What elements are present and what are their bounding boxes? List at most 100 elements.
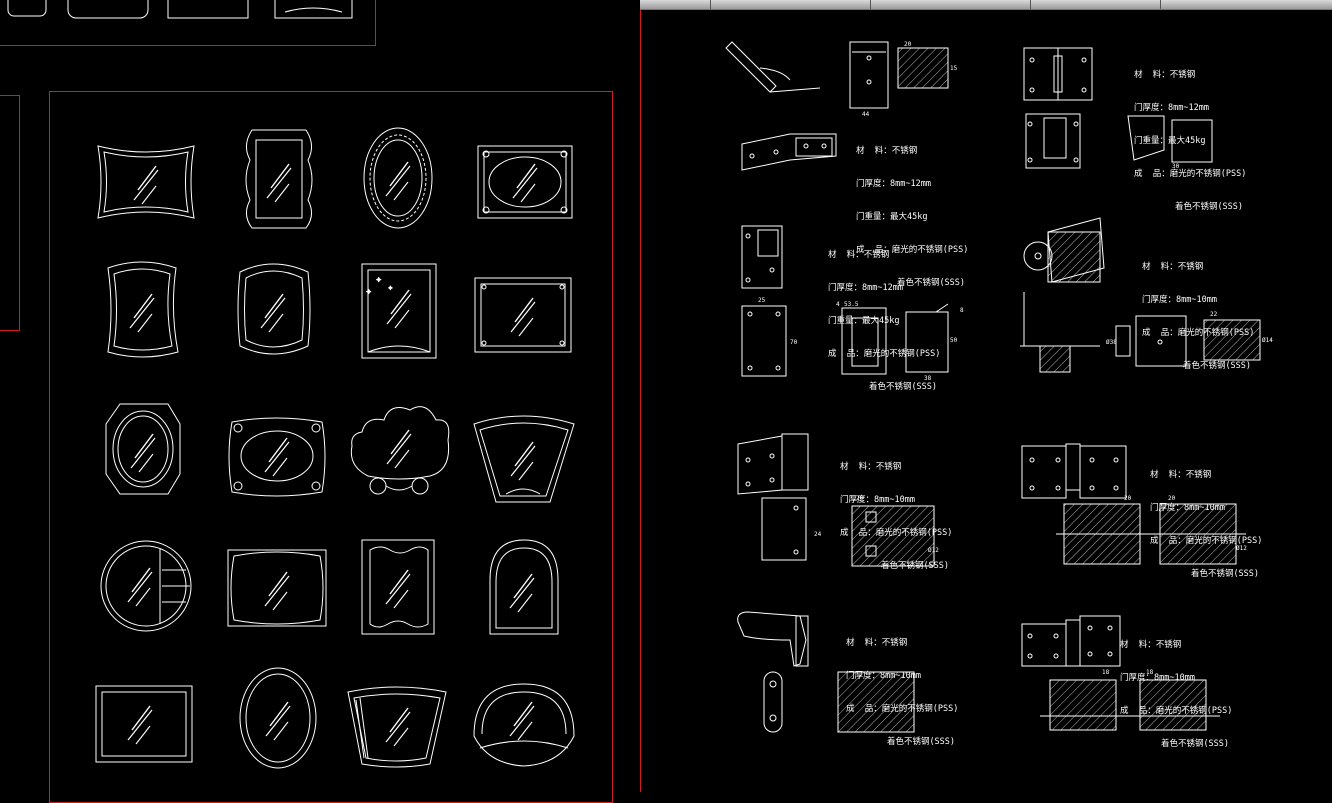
spec-line: 材 料：不锈钢 [840, 462, 902, 472]
mirror-block-12 [473, 415, 575, 503]
spec-block-8: 材 料：不锈钢 门厚度：8mm~10mm 成 品：磨光的不锈钢(PSS) 着色不… [1120, 618, 1232, 761]
spec-line: 着色不锈钢(SSS) [856, 278, 966, 288]
svg-text:✦: ✦ [388, 283, 393, 292]
spec-line: 成 品：磨光的不锈钢(PSS) [828, 349, 941, 359]
spec-line: 成 品：磨光的不锈钢(PSS) [856, 245, 969, 255]
dim-label: 8 [960, 307, 964, 314]
viewport-divider [640, 10, 641, 792]
dim-label: Ø12 [1236, 545, 1247, 552]
dimension-labels: 20 44 15 25 53.5 70 38 4 8 50 30 22 Ø38 … [758, 41, 1273, 676]
dim-label: 22 [1210, 311, 1218, 318]
dim-label: 18 [1102, 669, 1110, 676]
mirror-block-1 [97, 145, 195, 219]
mirror-block-8 [474, 277, 572, 353]
spec-line: 着色不锈钢(SSS) [846, 737, 956, 747]
tab-separator [1160, 0, 1161, 9]
spec-line: 材 料：不锈钢 [856, 146, 918, 156]
mirror-block-15 [361, 539, 435, 635]
spec-line: 材 料：不锈钢 [1142, 262, 1204, 272]
dim-label: Ø38 [1106, 339, 1117, 346]
spec-line: 门重量：最大45kg [828, 316, 900, 326]
spec-line: 门厚度：8mm~10mm [846, 671, 921, 681]
spec-line: 门厚度：8mm~10mm [1150, 503, 1225, 513]
spec-line: 着色不锈钢(SSS) [1134, 202, 1244, 212]
mirror-block-16 [489, 539, 559, 635]
hinge-detail-3 [741, 225, 949, 377]
spec-block-4: 材 料：不锈钢 门厚度：8mm~10mm 成 品：磨光的不锈钢(PSS) 着色不… [1142, 240, 1254, 383]
spec-line: 材 料：不锈钢 [828, 250, 890, 260]
dim-label: Ø14 [1262, 337, 1273, 344]
dim-label: 18 [1146, 669, 1154, 676]
mirror-block-5 [107, 261, 179, 358]
sheet-frame-left-edge [0, 95, 20, 331]
spec-line: 门厚度：8mm~10mm [840, 495, 915, 505]
dim-label: 70 [790, 339, 798, 346]
spec-line: 材 料：不锈钢 [846, 638, 908, 648]
hinge-detail-5 [737, 433, 935, 567]
spec-block-5: 材 料：不锈钢 门厚度：8mm~10mm 成 品：磨光的不锈钢(PSS) 着色不… [840, 440, 952, 583]
dim-label: Ø12 [928, 547, 939, 554]
spec-line: 门厚度：8mm~10mm [1120, 673, 1195, 683]
dim-label: 4 [836, 301, 840, 308]
spec-line: 成 品：磨光的不锈钢(PSS) [840, 528, 953, 538]
spec-line: 着色不锈钢(SSS) [1150, 569, 1260, 579]
clamp-detail-4 [1020, 217, 1261, 373]
mirror-block-19 [347, 686, 447, 768]
dim-label: 20 [904, 41, 912, 48]
sheet-frame-top-left [0, 0, 376, 46]
spec-line: 材 料：不锈钢 [1120, 640, 1182, 650]
mirror-block-2 [245, 129, 313, 229]
hinge-detail-1 [725, 41, 949, 171]
mirror-block-11 [350, 406, 450, 495]
spec-line: 材 料：不锈钢 [1134, 70, 1196, 80]
spec-line: 门重量：最大45kg [1134, 136, 1206, 146]
spec-line: 门厚度：8mm~12mm [1134, 103, 1209, 113]
mirror-block-4 [477, 145, 573, 219]
mirror-block-9 [105, 403, 181, 495]
spec-line: 门厚度：8mm~10mm [1142, 295, 1217, 305]
dim-label: 25 [758, 297, 766, 304]
spec-line: 着色不锈钢(SSS) [828, 382, 938, 392]
dim-label: 15 [950, 65, 958, 72]
spec-block-6: 材 料：不锈钢 门厚度：8mm~10mm 成 品：磨光的不锈钢(PSS) 着色不… [1150, 448, 1262, 591]
svg-text:✦: ✦ [366, 287, 372, 297]
spec-line: 门重量：最大45kg [856, 212, 928, 222]
mirror-block-7: ✦ ✦ ✦ [361, 263, 437, 359]
dim-label: 30 [1172, 163, 1180, 170]
spec-line: 成 品：磨光的不锈钢(PSS) [1134, 169, 1247, 179]
spec-line: 成 品：磨光的不锈钢(PSS) [1142, 328, 1255, 338]
dim-label: 20 [856, 495, 864, 502]
tab-separator [1030, 0, 1031, 9]
mirror-block-14 [227, 549, 327, 627]
spec-block-2: 材 料：不锈钢 门厚度：8mm~12mm 门重量：最大45kg 成 品：磨光的不… [1134, 48, 1246, 224]
clipped-top-blocks [7, 0, 353, 19]
dim-label: 44 [862, 111, 870, 118]
hinge-detail-2 [1023, 47, 1213, 169]
spec-block-7: 材 料：不锈钢 门厚度：8mm~10mm 成 品：磨光的不锈钢(PSS) 着色不… [846, 616, 958, 759]
spec-line: 着色不锈钢(SSS) [1142, 361, 1252, 371]
hinge-detail-7 [737, 611, 915, 733]
dim-label: 20 [1168, 495, 1176, 502]
dim-label: 38 [924, 375, 932, 382]
mirror-block-10 [228, 417, 326, 497]
spec-line: 着色不锈钢(SSS) [1120, 739, 1230, 749]
dim-label: 20 [1124, 495, 1132, 502]
tab-separator [710, 0, 711, 9]
svg-text:✦: ✦ [376, 275, 382, 285]
mirror-block-6 [237, 263, 311, 355]
mirror-block-17 [95, 685, 193, 763]
spec-line: 门厚度：8mm~12mm [856, 179, 931, 189]
mirror-block-20 [473, 683, 575, 767]
spec-line: 着色不锈钢(SSS) [840, 561, 950, 571]
mirror-block-18 [239, 667, 317, 769]
dim-label: 50 [950, 337, 958, 344]
document-tab-bar[interactable] [640, 0, 1332, 10]
spec-line: 材 料：不锈钢 [1150, 470, 1212, 480]
dim-label: 53.5 [844, 301, 859, 308]
spec-block-3: 材 料：不锈钢 门厚度：8mm~12mm 门重量：最大45kg 成 品：磨光的不… [828, 228, 940, 404]
spec-line: 成 品：磨光的不锈钢(PSS) [1120, 706, 1233, 716]
mirror-block-3 [363, 127, 433, 229]
hinge-detail-6 [1021, 443, 1246, 565]
spec-block-1: 材 料：不锈钢 门厚度：8mm~12mm 门重量：最大45kg 成 品：磨光的不… [856, 124, 968, 300]
